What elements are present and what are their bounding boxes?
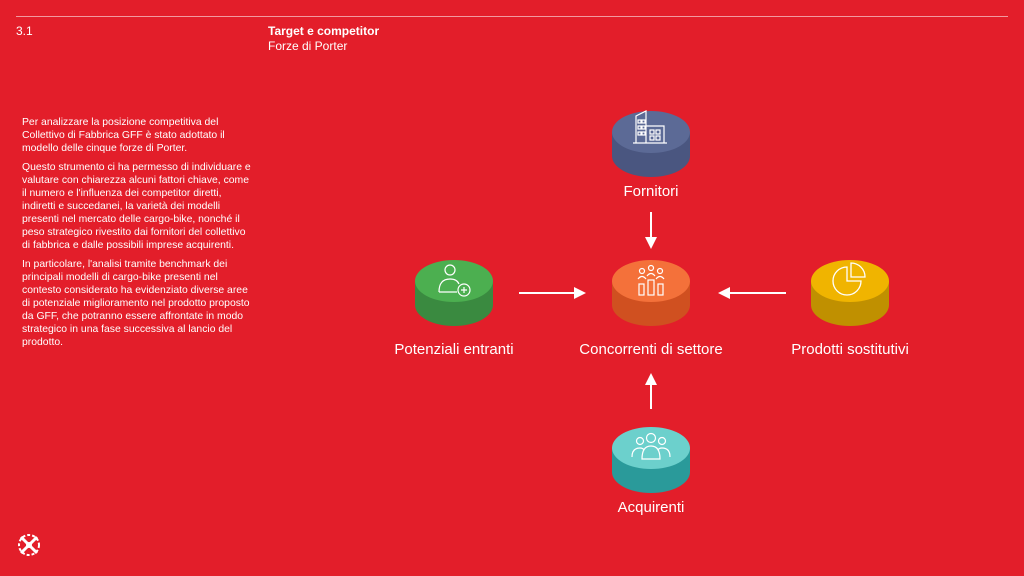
paragraph: In particolare, l'analisi tramite benchm…: [22, 259, 250, 348]
page-header: Target e competitor Forze di Porter: [268, 24, 379, 54]
group-icon: [631, 432, 671, 460]
logo-icon: [18, 534, 40, 556]
top-divider: [16, 16, 1008, 17]
people-chart-icon: [637, 264, 665, 296]
node-label-acquirenti: Acquirenti: [617, 499, 685, 516]
node-entranti: [415, 260, 493, 326]
paragraph: Questo strumento ci ha permesso di indiv…: [22, 162, 251, 251]
node-label-sostitutivi: Prodotti sostitutivi: [791, 341, 909, 358]
node-sostitutivi: [811, 260, 889, 326]
node-concorrenti: [612, 260, 690, 326]
page-subtitle: Forze di Porter: [268, 39, 348, 53]
body-text: Per analizzare la posizione competitiva …: [22, 116, 254, 355]
node-label-entranti: Potenziali entranti: [394, 341, 514, 358]
node-fornitori: [612, 110, 690, 177]
buildings-icon: [633, 110, 667, 144]
section-number: 3.1: [16, 24, 33, 38]
add-user-icon: [438, 264, 471, 297]
paragraph: Per analizzare la posizione competitiva …: [22, 117, 225, 154]
node-acquirenti: [612, 427, 690, 493]
node-label-concorrenti: Concorrenti di settore: [579, 341, 723, 358]
pie-chart-icon: [832, 262, 866, 296]
page-title: Target e competitor: [268, 24, 380, 38]
node-label-fornitori: Fornitori: [623, 183, 679, 200]
